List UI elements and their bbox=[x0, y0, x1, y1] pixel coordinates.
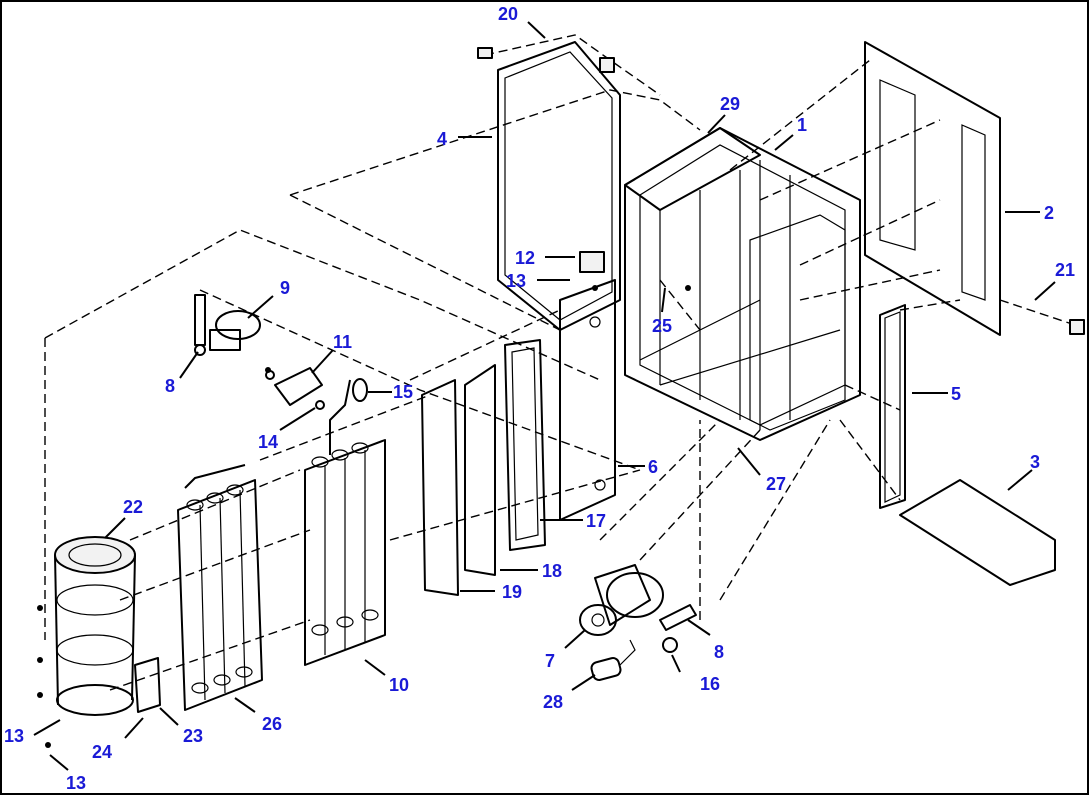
callout-1: 1 bbox=[797, 115, 807, 135]
fitting-15 bbox=[352, 378, 368, 402]
callout-6: 6 bbox=[648, 457, 658, 477]
callout-17: 17 bbox=[586, 511, 606, 531]
gasket-panel-4 bbox=[477, 41, 621, 331]
filter-sheet-19 bbox=[421, 379, 459, 596]
bracket-23 bbox=[134, 657, 161, 713]
callout-13-bottom: 13 bbox=[66, 773, 86, 793]
valve-9 bbox=[194, 294, 261, 356]
coil-10 bbox=[304, 379, 386, 666]
callout-19: 19 bbox=[502, 582, 522, 602]
callout-12: 12 bbox=[515, 248, 535, 268]
capacitor-28 bbox=[590, 639, 636, 681]
callout-20: 20 bbox=[498, 4, 518, 24]
callout-8-left: 8 bbox=[165, 376, 175, 396]
callout-2: 2 bbox=[1044, 203, 1054, 223]
side-panel-2 bbox=[864, 41, 1085, 336]
bottom-panel-3 bbox=[899, 479, 1056, 586]
callout-arrows bbox=[33, 21, 1056, 771]
switch-11 bbox=[265, 367, 325, 410]
callout-3: 3 bbox=[1030, 452, 1040, 472]
callout-4: 4 bbox=[437, 129, 447, 149]
callout-16: 16 bbox=[700, 674, 720, 694]
callout-8-right: 8 bbox=[714, 642, 724, 662]
callout-26: 26 bbox=[262, 714, 282, 734]
callout-labels: 20 29 1 4 2 12 13 21 9 25 11 8 15 5 14 6… bbox=[4, 4, 1075, 793]
callout-10: 10 bbox=[389, 675, 409, 695]
callout-22: 22 bbox=[123, 497, 143, 517]
callout-18: 18 bbox=[542, 561, 562, 581]
callout-25: 25 bbox=[652, 316, 672, 336]
callout-9: 9 bbox=[280, 278, 290, 298]
callout-24: 24 bbox=[92, 742, 112, 762]
coil-26 bbox=[177, 464, 263, 711]
frame-17 bbox=[504, 339, 546, 551]
shroud-22 bbox=[54, 536, 136, 716]
callout-21: 21 bbox=[1055, 260, 1075, 280]
filter-sheet-18 bbox=[464, 364, 496, 576]
callout-11: 11 bbox=[333, 332, 352, 352]
callout-28: 28 bbox=[543, 692, 563, 712]
callout-14: 14 bbox=[258, 432, 278, 452]
housing-box-1 bbox=[579, 127, 861, 441]
callout-13-top: 13 bbox=[506, 271, 526, 291]
callout-29: 29 bbox=[720, 94, 740, 114]
motor-7 bbox=[579, 564, 664, 636]
screws bbox=[37, 285, 691, 748]
callout-23: 23 bbox=[183, 726, 203, 746]
callout-27: 27 bbox=[766, 474, 786, 494]
callout-7: 7 bbox=[545, 651, 555, 671]
fitting-16 bbox=[659, 604, 697, 653]
callout-15: 15 bbox=[393, 382, 413, 402]
channel-5 bbox=[879, 304, 906, 509]
callout-13-left: 13 bbox=[4, 726, 24, 746]
callout-5: 5 bbox=[951, 384, 961, 404]
